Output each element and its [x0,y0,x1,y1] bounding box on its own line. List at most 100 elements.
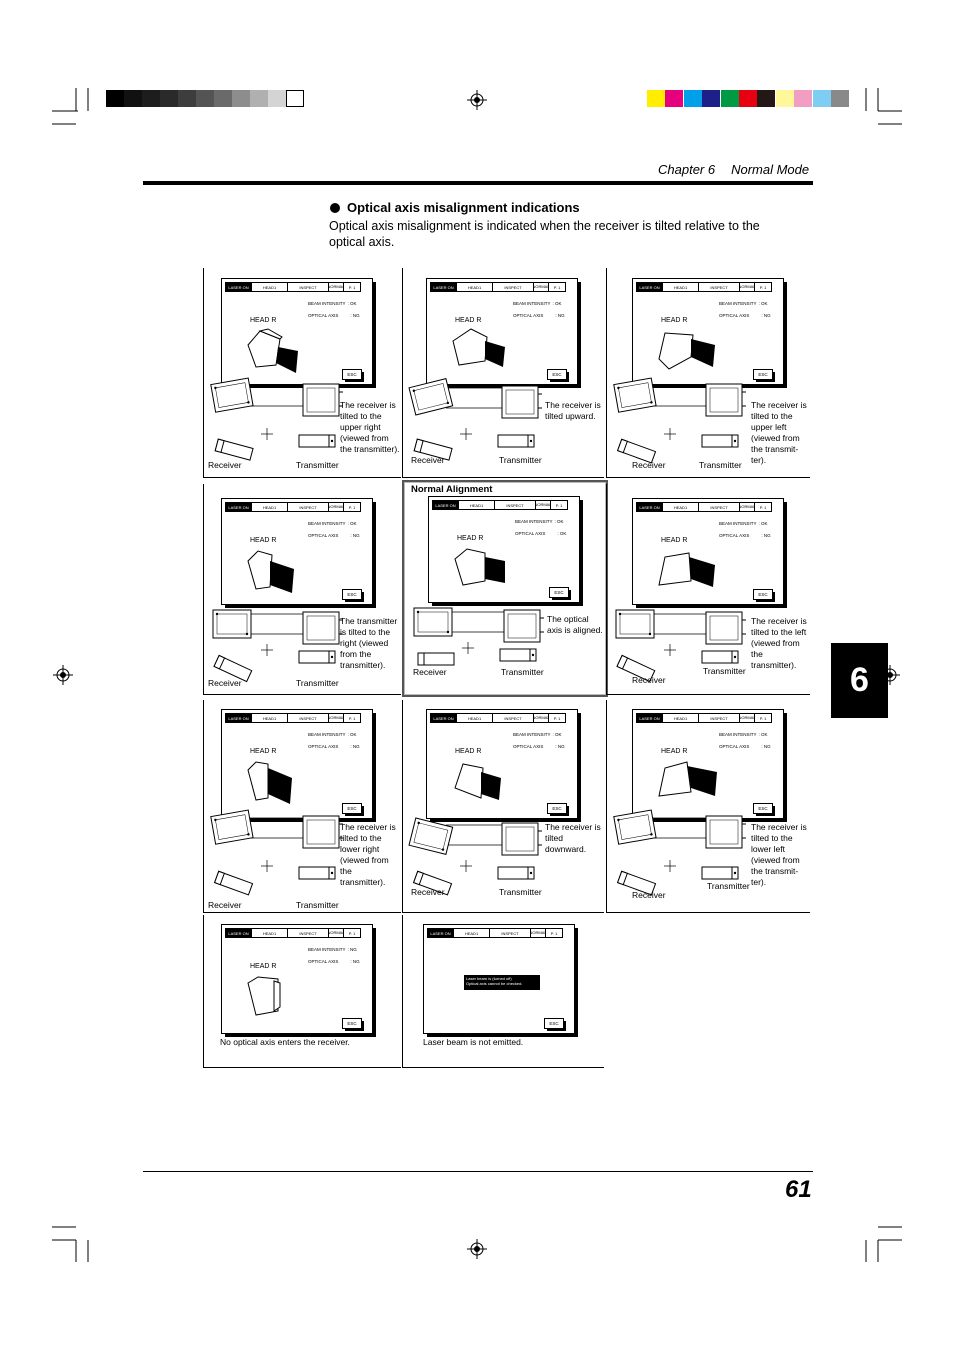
registration-target-top [467,90,487,110]
esc-button[interactable]: ESC [342,369,364,382]
panel-border-bottom [203,477,401,478]
transmitter-label: Transmitter [707,881,750,891]
beam-value: : OK [552,732,562,737]
mode-top: NOR [328,715,337,721]
esc-button[interactable]: ESC [753,369,775,382]
panel-border-bottom [203,694,401,695]
beam-intensity-line: BEAM INTENSITY: OK [513,732,562,737]
esc-button[interactable]: ESC [549,587,571,600]
page-indicator: P. 1 [343,713,361,723]
optical-axis-line: OPTICAL AXIS: NG [308,744,360,749]
head-r-label: HEAD R [455,317,482,324]
receiver-label: Receiver [632,460,666,470]
receiver-head-icon [247,761,292,804]
beam-label: BEAM INTENSITY [308,521,346,526]
color-swatch [794,90,813,107]
beam-value: : OK [552,301,562,306]
page-indicator: P. 1 [754,282,772,292]
panel-border-left [203,915,204,1068]
optical-axis-line: OPTICAL AXIS: NG [308,313,360,318]
beam-intensity-line: BEAM INTENSITY: OK [308,732,357,737]
esc-button[interactable]: ESC [342,589,364,602]
head-r-label: HEAD R [250,748,277,755]
chapter-tab: 6 [831,643,888,718]
gray-swatch [178,90,196,107]
mode-top: NOR [533,715,542,721]
beam-intensity-line: BEAM INTENSITY: OK [719,521,768,526]
panel-border-left [606,268,607,478]
beam-label: BEAM INTENSITY [719,301,757,306]
panel-border-bottom [606,912,810,913]
panel-border-left [606,700,607,913]
receiver-label: Receiver [413,667,447,677]
esc-button[interactable]: ESC [342,803,364,816]
esc-button[interactable]: ESC [342,1018,364,1031]
caption-line: tilted to the [340,411,382,421]
receiver-head-icon [454,763,501,800]
axis-label: OPTICAL AXIS [308,959,339,964]
caption-line: The transmitter [340,616,398,626]
header-rule [143,181,813,185]
footer-rule [143,1171,813,1172]
page-indicator: P. 1 [343,928,361,938]
axis-label: OPTICAL AXIS [719,744,750,749]
beam-value: : OK [758,521,768,526]
alignment-diagram [613,377,746,464]
esc-button[interactable]: ESC [753,803,775,816]
esc-button[interactable]: ESC [547,369,569,382]
transmitter-label: Transmitter [296,460,339,470]
head-r-label: HEAD R [250,317,277,324]
axis-label: OPTICAL AXIS [308,533,339,538]
gray-swatch [286,90,304,107]
color-swatch [702,90,721,107]
registration-target-left [53,665,73,685]
mode-bottom: MAL [336,930,344,936]
panel-border-left [606,484,607,695]
head-selector: HEAD1 [453,928,490,938]
transmitter-label: Transmitter [699,460,742,470]
mode-bottom: MAL [336,284,344,290]
mode-bottom: MAL [747,715,755,721]
page-indicator: P. 1 [343,502,361,512]
alignment-diagram [408,378,542,461]
transmitter-label: Transmitter [499,455,542,465]
color-swatch [720,90,739,107]
transmitter-label: Transmitter [296,678,339,688]
mode-bottom: MAL [336,715,344,721]
esc-button[interactable]: ESC [547,803,569,816]
mode-top: NOR [328,284,337,290]
registration-target-bottom [467,1239,487,1259]
panel-border-bottom [203,912,401,913]
panel-border-bottom [402,477,604,478]
page-indicator: P. 1 [754,502,772,512]
receiver-label: Receiver [208,678,242,688]
optical-axis-line: OPTICAL AXIS: OK [515,531,566,536]
page-indicator: P. 1 [343,282,361,292]
page-number: 61 [785,1176,812,1203]
chapter-name: Normal Mode [731,162,810,177]
caption-line: tilted [545,833,563,843]
transmitter-label: Transmitter [703,666,746,676]
axis-value: : NG [761,533,771,538]
color-swatch [665,90,684,107]
esc-button[interactable]: ESC [753,589,775,602]
axis-label: OPTICAL AXIS [515,531,546,536]
receiver-head-icon [247,976,281,1016]
caption-line: axis is aligned. [547,625,603,635]
beam-intensity-line: BEAM INTENSITY: NG [308,947,357,952]
head-r-label: HEAD R [250,963,277,970]
beam-value: : OK [347,301,357,306]
caption-line: from the [340,649,372,659]
color-swatch [831,90,849,107]
esc-button[interactable]: ESC [544,1018,566,1031]
